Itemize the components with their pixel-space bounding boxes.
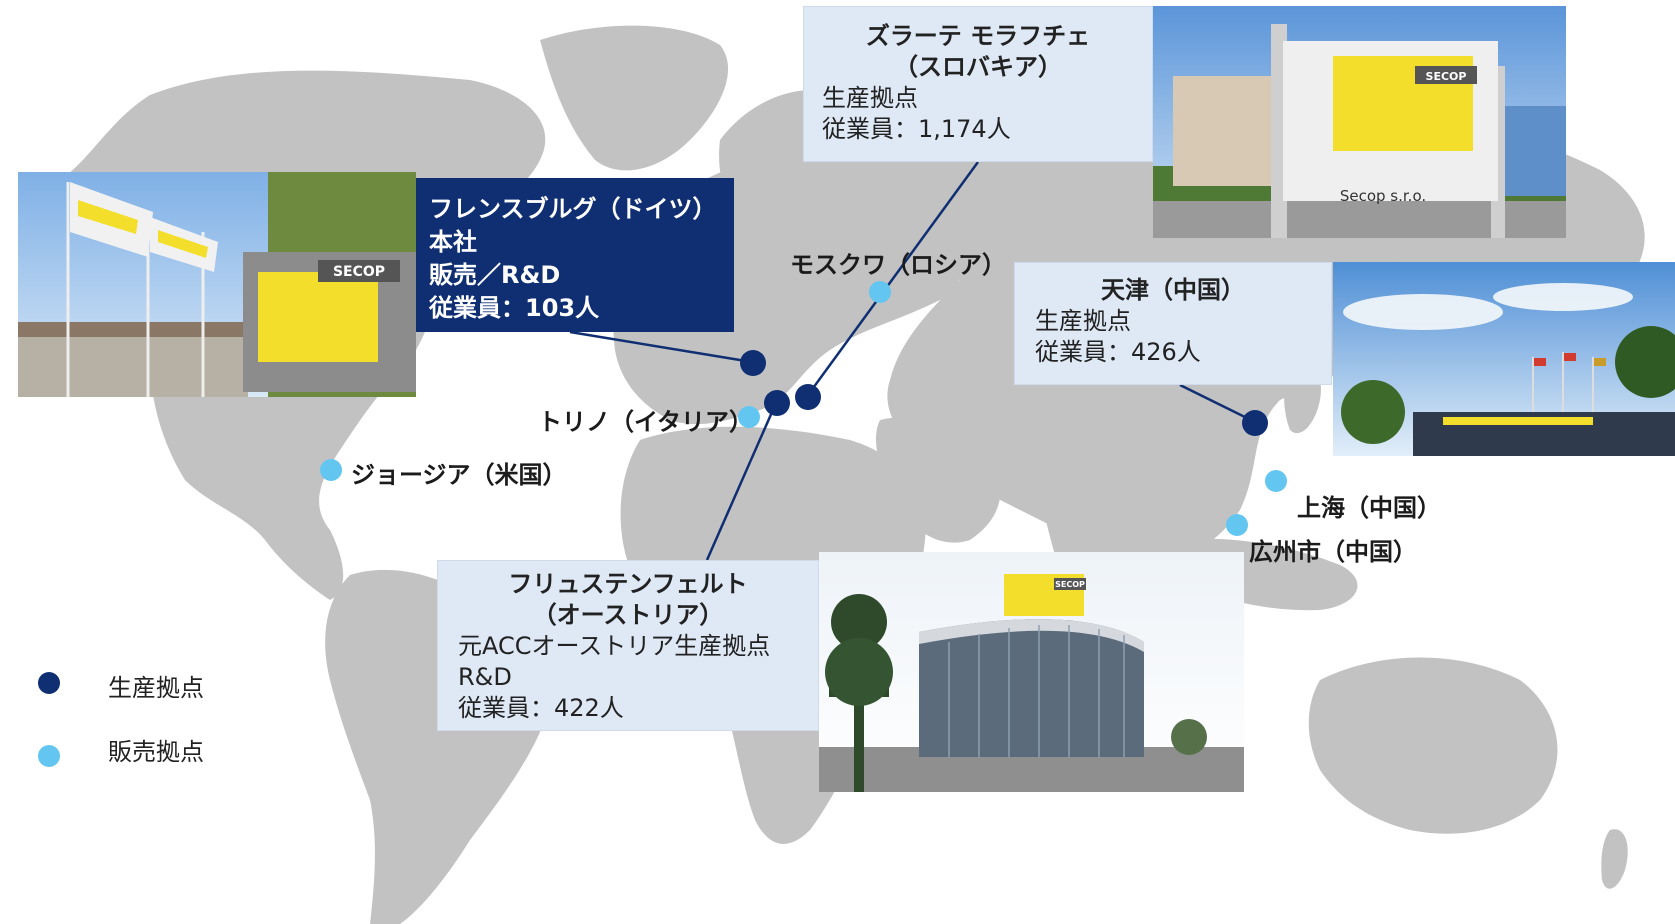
furstenfeld-photo-logo: SECOP xyxy=(1055,580,1085,589)
zlate-line-2: 従業員：1,174人 xyxy=(822,115,1011,143)
torino-label: トリノ（イタリア） xyxy=(538,408,754,436)
flensburg-title: フレンスブルグ（ドイツ） xyxy=(429,195,717,223)
tianjin-photo-illustration xyxy=(1333,262,1675,456)
tianjin-line-2: 従業員：426人 xyxy=(1035,338,1201,366)
torino-sales-marker xyxy=(738,406,760,428)
furstenfeld-production-marker xyxy=(764,390,790,416)
furstenfeld-title-1: フリュステンフェルト xyxy=(508,570,748,598)
legend-production-marker xyxy=(38,672,60,694)
guangzhou-sales-marker xyxy=(1226,514,1248,536)
furstenfeld-line-2: R&D xyxy=(458,663,512,691)
zlate-line-1: 生産拠点 xyxy=(822,84,918,112)
shanghai-label: 上海（中国） xyxy=(1297,494,1441,522)
zlate-card: ズラーテ モラフチェ （スロバキア） 生産拠点 従業員：1,174人 xyxy=(803,6,1153,162)
zlate-title-2: （スロバキア） xyxy=(894,53,1062,81)
flensburg-line-1: 本社 xyxy=(429,228,477,256)
flensburg-photo-logo: SECOP xyxy=(333,264,385,280)
moscow-label: モスクワ（ロシア） xyxy=(790,251,1006,279)
furstenfeld-title-2: （オーストリア） xyxy=(532,601,724,629)
greenland-landmass xyxy=(540,25,729,171)
connector-zlate xyxy=(806,161,980,396)
connector-flensburg xyxy=(569,330,753,364)
flensburg-line-3: 従業員：103人 xyxy=(429,294,600,322)
legend-sales-marker xyxy=(38,745,60,767)
furstenfeld-line-3: 従業員：422人 xyxy=(458,694,624,722)
new-zealand-landmass xyxy=(1601,829,1628,889)
flensburg-card: フレンスブルグ（ドイツ） 本社 販売／R&D 従業員：103人 xyxy=(416,178,734,332)
slovakia-sign-text: Secop s.r.o. xyxy=(1340,187,1426,205)
india-landmass xyxy=(1038,436,1143,581)
guangzhou-label: 広州市（中国） xyxy=(1249,538,1417,566)
georgia-sales-marker xyxy=(320,459,342,481)
furstenfeld-photo: SECOP xyxy=(819,552,1244,792)
tianjin-production-marker xyxy=(1242,410,1268,436)
tianjin-title: 天津（中国） xyxy=(1101,276,1245,304)
flensburg-line-2: 販売／R&D xyxy=(429,261,561,289)
flensburg-photo-illustration: SECOP xyxy=(18,172,416,397)
slovakia-photo-logo: SECOP xyxy=(1426,70,1467,83)
flensburg-production-marker xyxy=(740,350,766,376)
slovakia-photo-illustration: SECOP Secop s.r.o. xyxy=(1153,6,1566,238)
shanghai-sales-marker xyxy=(1265,470,1287,492)
connector-furstenfeld xyxy=(705,402,778,561)
georgia-label: ジョージア（米国） xyxy=(351,461,567,489)
zlate-production-marker xyxy=(795,384,821,410)
zlate-title-1: ズラーテ モラフチェ xyxy=(865,22,1091,50)
furstenfeld-card: フリュステンフェルト （オーストリア） 元ACCオーストリア生産拠点 R&D 従… xyxy=(437,560,819,731)
connector-tianjin xyxy=(1179,383,1256,424)
australia-landmass xyxy=(1308,657,1558,834)
legend-production-label: 生産拠点 xyxy=(108,674,204,702)
tianjin-photo xyxy=(1333,262,1675,456)
legend-sales-label: 販売拠点 xyxy=(108,738,204,766)
tianjin-line-1: 生産拠点 xyxy=(1035,307,1131,335)
furstenfeld-line-1: 元ACCオーストリア生産拠点 xyxy=(458,632,771,660)
slovakia-photo: SECOP Secop s.r.o. xyxy=(1153,6,1566,238)
furstenfeld-photo-illustration: SECOP xyxy=(819,552,1244,792)
moscow-sales-marker xyxy=(869,281,891,303)
flensburg-photo: SECOP xyxy=(18,172,416,397)
tianjin-card: 天津（中国） 生産拠点 従業員：426人 xyxy=(1014,262,1332,385)
